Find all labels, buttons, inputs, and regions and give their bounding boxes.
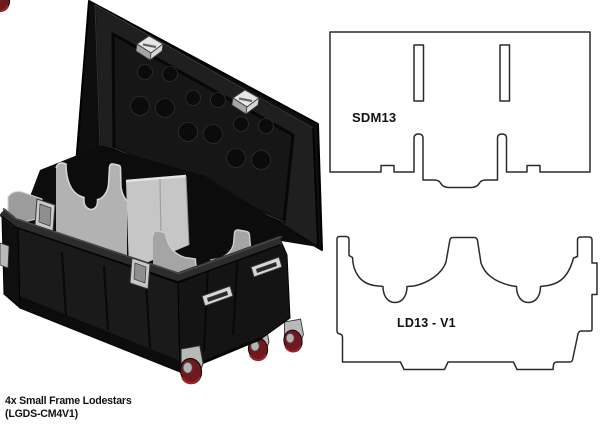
ld13-drawing: LD13 - V1	[336, 235, 598, 371]
caster-icon	[0, 0, 11, 12]
sdm13-slot	[499, 44, 511, 102]
body-latch-left	[34, 198, 56, 232]
lid-dimple	[226, 148, 246, 168]
sdm13-outline	[329, 31, 591, 189]
lid-dimples	[130, 64, 274, 170]
side-handle	[201, 285, 234, 307]
lid-left-edge-highlight	[94, 4, 101, 147]
caption-line1: 4x Small Frame Lodestars	[5, 395, 132, 407]
body-latch-front	[129, 257, 151, 290]
foam-divider-left-edge	[55, 162, 128, 211]
body-rim	[0, 207, 283, 283]
lid-dimple	[155, 98, 175, 118]
body-bottom-chamfer	[20, 296, 180, 372]
sdm13-label: SDM13	[352, 110, 396, 125]
caption: 4x Small Frame Lodestars (LGDS-CM4V1)	[5, 395, 132, 420]
side-handle	[250, 256, 283, 278]
lid-dimple	[137, 64, 153, 80]
body-latch-end	[0, 242, 10, 269]
lid-dimple	[203, 124, 223, 144]
foam-center-panel-side-edge	[185, 175, 190, 246]
caption-line2: (LGDS-CM4V1)	[5, 408, 78, 420]
caster-front	[177, 344, 205, 387]
foam-center-panel	[126, 176, 189, 270]
ld13-outline	[336, 235, 598, 371]
lid-dimple	[210, 92, 226, 108]
lid-dimple	[178, 122, 198, 142]
lid-dimple	[185, 90, 201, 106]
lid-dimple	[258, 118, 274, 134]
case-hardware	[0, 198, 283, 307]
lid-dimple	[233, 116, 249, 132]
case-lid	[73, 0, 323, 251]
foam-center-panel-slot	[159, 178, 162, 241]
lid-dimple	[162, 66, 178, 82]
lid-latch-icon	[135, 35, 164, 61]
lid-top-edge-highlight	[94, 4, 314, 129]
ld13-label: LD13 - V1	[397, 316, 456, 330]
lid-dimple	[130, 96, 150, 116]
sdm13-drawing: SDM13	[329, 31, 591, 189]
body-grooves	[60, 251, 240, 353]
case-illustration	[0, 0, 323, 387]
caster-back-right	[280, 318, 306, 355]
lid-dimple	[251, 150, 271, 170]
foam-center-panel-top-edge	[125, 174, 187, 183]
sdm13-slot	[413, 44, 425, 102]
